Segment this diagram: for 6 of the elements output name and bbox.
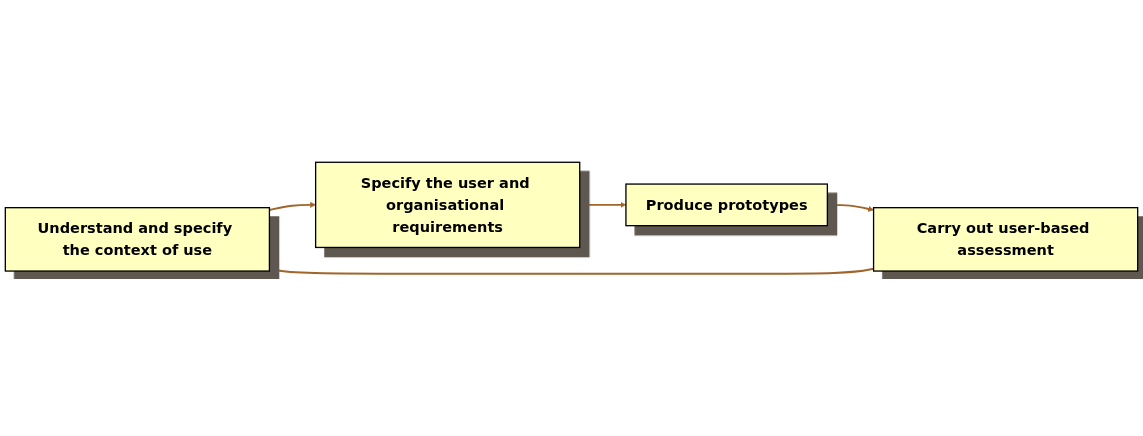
arrow xyxy=(268,201,316,211)
node-box: Understand and specify the context of use xyxy=(4,206,271,272)
node-box: Carry out user-based assessment xyxy=(872,206,1139,272)
node-box: Produce prototypes xyxy=(625,183,829,227)
arrow xyxy=(269,266,875,275)
node-box: Specify the user and organisational requirements xyxy=(314,161,581,249)
